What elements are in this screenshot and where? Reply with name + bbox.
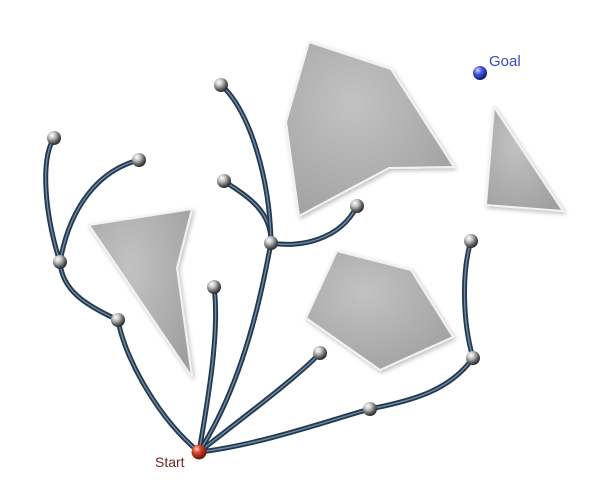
tree-edge (57, 259, 121, 323)
tree-node (313, 346, 327, 360)
obstacle-triangle-left (87, 207, 194, 378)
tree-node (47, 131, 61, 145)
obstacle-triangle-right (484, 104, 565, 213)
goal-node (473, 66, 487, 80)
tree-edges (43, 82, 476, 455)
tree-node (132, 153, 146, 167)
tree-edge-highlight (59, 159, 140, 263)
tree-edge-highlight (117, 319, 200, 453)
tree-edge-highlight (198, 286, 217, 453)
tree-edge-highlight (198, 408, 371, 453)
tree-edge-highlight (270, 205, 358, 246)
tree-edge-highlight (45, 137, 61, 263)
tree-edge-highlight (59, 261, 119, 321)
tree-edge-highlight (198, 242, 272, 453)
tree-node (214, 78, 228, 92)
tree-node (53, 255, 67, 269)
tree-node (464, 234, 478, 248)
start-node (191, 444, 207, 460)
tree-node (350, 199, 364, 213)
tree-node (363, 402, 377, 416)
tree-node (207, 280, 221, 294)
obstacle-pentagon (304, 249, 455, 372)
tree-edge-highlight (220, 84, 272, 244)
obstacle-top (284, 40, 456, 218)
tree-node (217, 174, 231, 188)
tree-edge (196, 240, 274, 455)
tree-edge (268, 203, 360, 247)
tree-nodes (47, 78, 480, 416)
tree-edge-highlight (198, 352, 321, 453)
tree-node (264, 236, 278, 250)
start-label: Start (155, 454, 185, 470)
goal-label: Goal (489, 53, 521, 70)
tree-edge-highlight (463, 240, 474, 359)
tree-node (466, 351, 480, 365)
obstacles (87, 40, 565, 378)
tree-edge-highlight (369, 357, 474, 410)
tree-node (111, 313, 125, 327)
